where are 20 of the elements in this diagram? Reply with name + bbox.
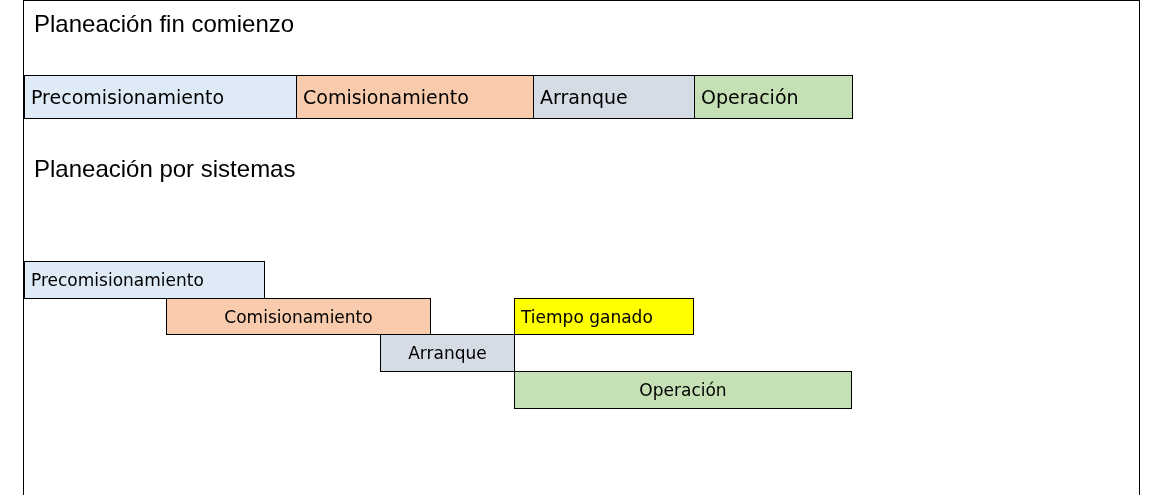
phase-label: Comisionamiento — [303, 86, 469, 108]
section-heading: Planeación por sistemas — [34, 155, 296, 183]
phase-bar — [514, 371, 852, 409]
phase-label: Operación — [639, 380, 727, 400]
phase-label: Comisionamiento — [224, 306, 373, 327]
phase-label: Precomisionamiento — [31, 86, 225, 108]
phase-label: Arranque — [540, 86, 628, 108]
phase-label: Tiempo ganado — [521, 306, 653, 327]
phase-bar — [24, 261, 265, 299]
phase-bar — [166, 298, 431, 335]
phase-bar — [514, 298, 694, 335]
phase-bar — [533, 75, 695, 119]
section-heading: Planeación fin comienzo — [34, 10, 295, 38]
phase-bar — [24, 75, 297, 119]
phase-label: Precomisionamiento — [31, 270, 204, 290]
phase-bar — [296, 75, 534, 119]
phase-bar — [694, 75, 853, 119]
phase-label: Operación — [701, 86, 799, 108]
phase-label: Arranque — [408, 343, 487, 363]
phase-bar — [380, 334, 515, 372]
